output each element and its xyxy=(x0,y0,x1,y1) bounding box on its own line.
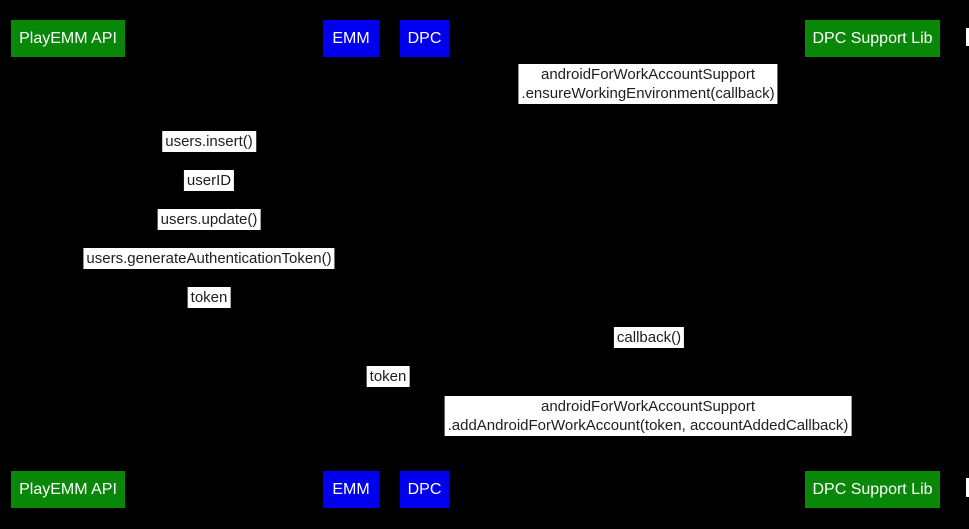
message-label-add-android-for-work-account: androidForWorkAccountSupport .addAndroidF… xyxy=(444,396,852,436)
message-line: users.generateAuthenticationToken() xyxy=(86,250,332,267)
message-line: users.update() xyxy=(160,211,258,228)
message-line: .ensureWorkingEnvironment(callback) xyxy=(521,85,775,102)
message-line: token xyxy=(190,289,228,306)
actor-dpc-top: DPC xyxy=(400,20,449,57)
actor-dpc-support-lib-bottom: DPC Support Lib xyxy=(805,471,940,508)
actor-playemm-api-bottom: PlayEMM API xyxy=(11,471,125,508)
message-line: users.insert() xyxy=(165,133,253,150)
message-label-users-update: users.update() xyxy=(157,209,261,230)
message-line: androidForWorkAccountSupport xyxy=(540,66,755,83)
message-label-users-insert: users.insert() xyxy=(162,131,256,152)
actor-playemm-api-top: PlayEMM API xyxy=(11,20,125,57)
actor-emm-bottom: EMM xyxy=(323,471,379,508)
actor-dpc-bottom: DPC xyxy=(400,471,449,508)
message-line: androidForWorkAccountSupport xyxy=(541,398,755,415)
message-label-ensure-working-environment: androidForWorkAccountSupport .ensureWorki… xyxy=(518,64,778,104)
message-line: .addAndroidForWorkAccount(token, account… xyxy=(447,417,849,434)
clipped-actor-box-top xyxy=(966,28,969,46)
message-label-token-to-dpc: token xyxy=(366,366,410,387)
message-label-callback: callback() xyxy=(613,327,685,348)
actor-dpc-support-lib-top: DPC Support Lib xyxy=(805,20,940,57)
message-line: token xyxy=(369,368,407,385)
message-line: userID xyxy=(186,172,232,189)
message-label-user-id: userID xyxy=(183,170,235,191)
actor-emm-top: EMM xyxy=(323,20,379,57)
message-line: callback() xyxy=(616,329,682,346)
message-label-token-to-emm: token xyxy=(187,287,231,308)
message-label-users-generate-auth-token: users.generateAuthenticationToken() xyxy=(83,248,335,269)
clipped-actor-box-bottom xyxy=(966,478,969,497)
